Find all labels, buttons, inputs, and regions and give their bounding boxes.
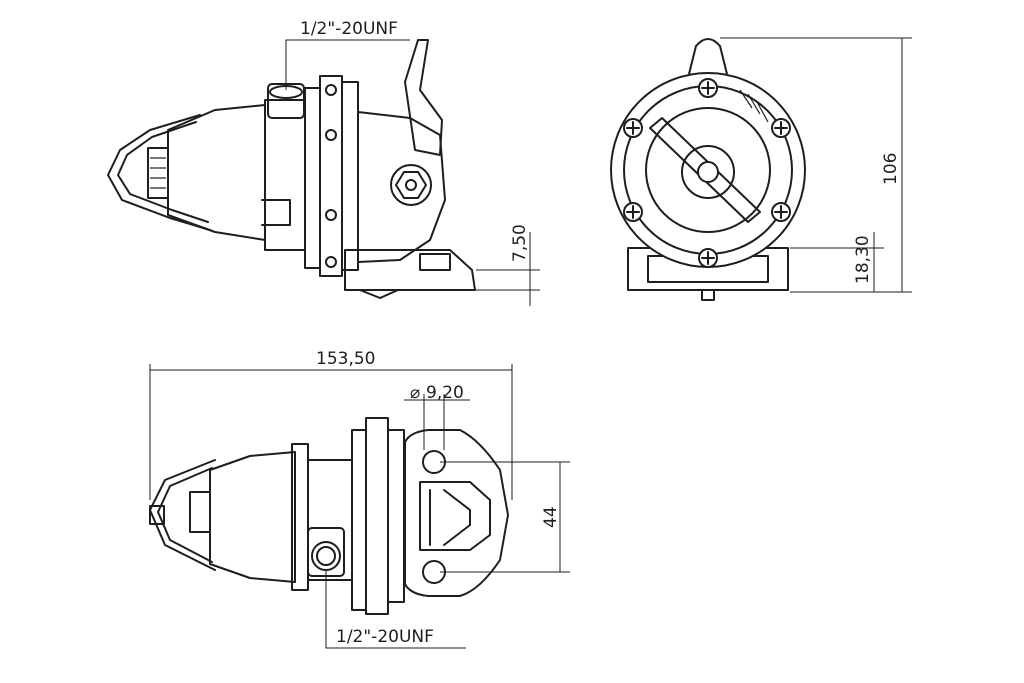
base-height-label: 18,30 xyxy=(853,235,873,284)
thread-label-bottom: 1/2"-20UNF xyxy=(336,627,434,647)
screw-top xyxy=(698,78,718,98)
screw-bottom xyxy=(698,248,718,268)
front-view xyxy=(610,37,912,301)
length-label: 153,50 xyxy=(316,349,375,369)
screw-right-bottom xyxy=(771,202,791,222)
thread-label-top: 1/2"-20UNF xyxy=(300,19,398,39)
screw-left-top xyxy=(623,118,643,138)
screw-left-bottom xyxy=(623,202,643,222)
diameter-label: 9,20 xyxy=(426,383,464,403)
side-view xyxy=(107,39,540,306)
diameter-symbol: ⌀ xyxy=(410,383,420,403)
offset-label: 7,50 xyxy=(510,224,530,262)
height-label: 106 xyxy=(881,153,901,185)
screw-right-top xyxy=(771,118,791,138)
top-view xyxy=(149,364,570,649)
width-label: 44 xyxy=(541,506,561,528)
